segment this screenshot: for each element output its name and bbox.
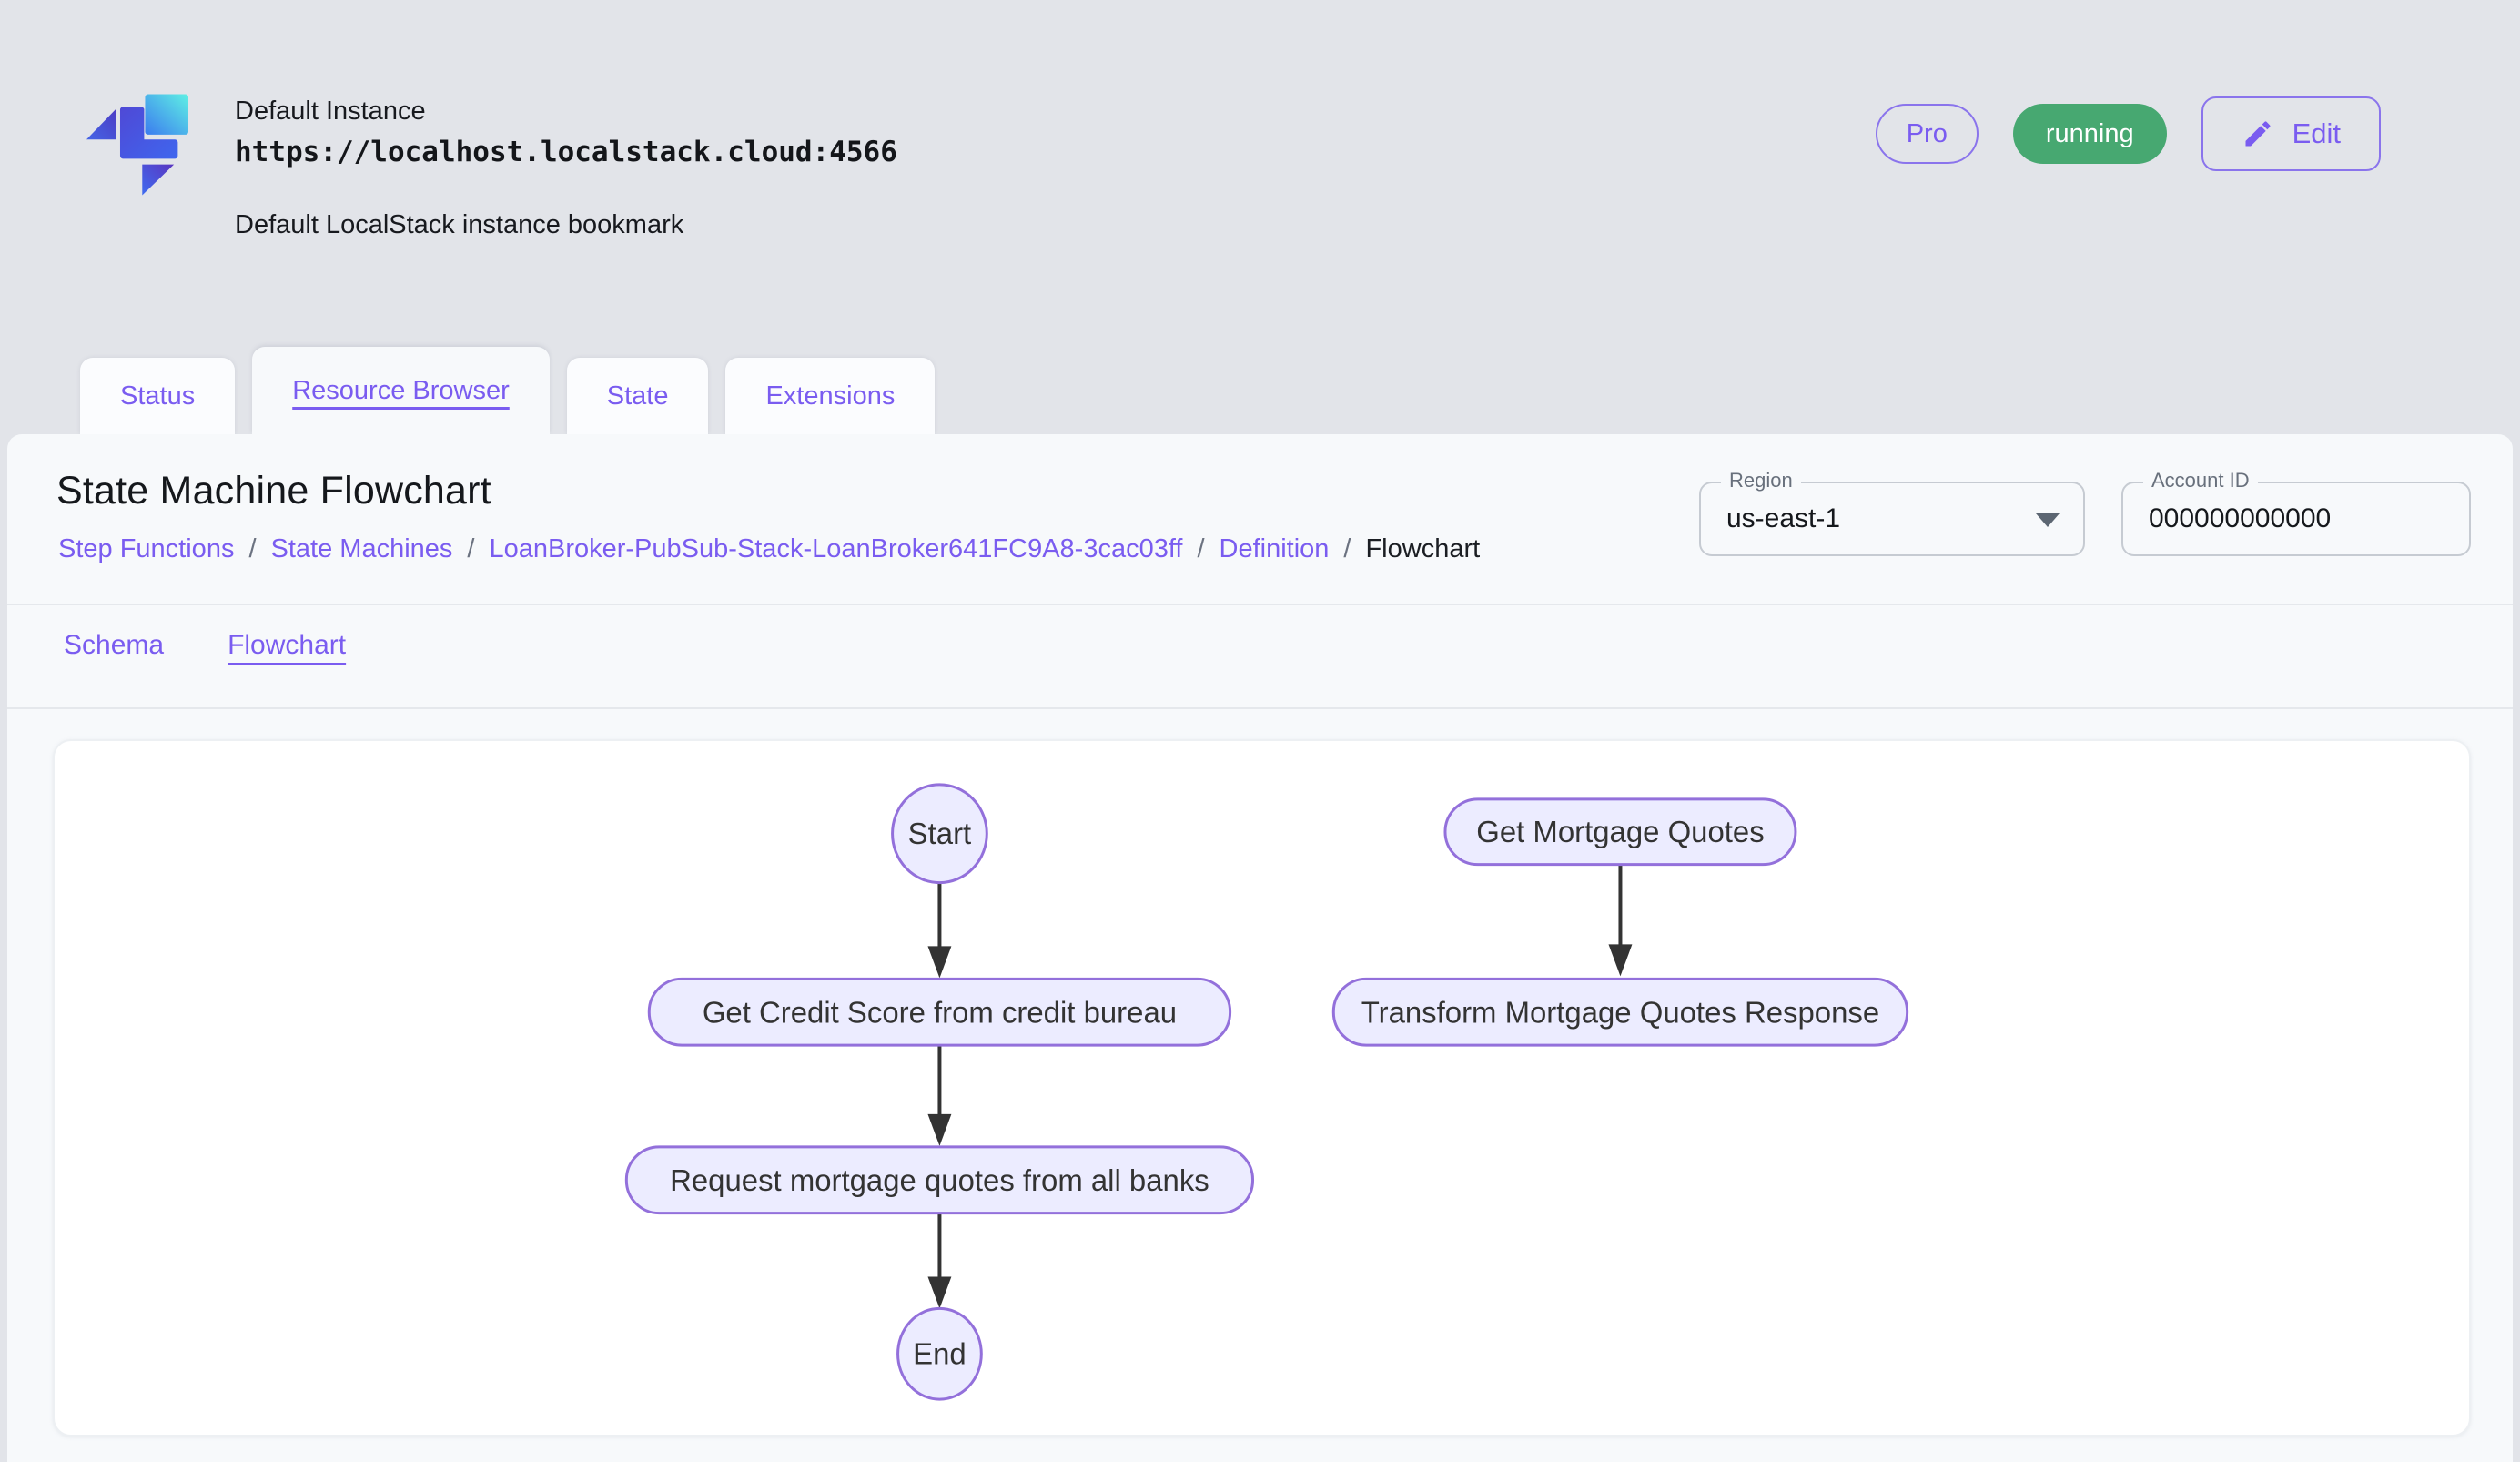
running-status-badge: running	[2012, 104, 2167, 164]
account-id-field: Account ID	[2121, 470, 2471, 556]
breadcrumb-separator: /	[1197, 534, 1205, 563]
flow-node-start: Start	[891, 783, 988, 885]
context-fields: Region us-east-1 Account ID	[1699, 470, 2471, 556]
breadcrumb-state-machines[interactable]: State Machines	[270, 534, 453, 563]
region-select[interactable]: Region us-east-1	[1699, 470, 2085, 556]
tab-status[interactable]: Status	[80, 358, 236, 434]
account-id-label: Account ID	[2143, 470, 2258, 492]
instance-url: https://localhost.localstack.cloud:4566	[235, 136, 897, 168]
flow-node-end: End	[896, 1306, 983, 1401]
edit-button[interactable]: Edit	[2201, 96, 2381, 171]
pencil-icon	[2242, 117, 2274, 150]
region-value: us-east-1	[1726, 503, 1841, 533]
resource-browser-panel: State Machine Flowchart Step Functions /…	[7, 434, 2513, 1462]
breadcrumb-step-functions[interactable]: Step Functions	[58, 534, 235, 563]
breadcrumb-separator: /	[1343, 534, 1351, 563]
divider	[7, 707, 2513, 709]
main-tabs: Status Resource Browser State Extensions	[80, 347, 936, 434]
header-actions: Pro running Edit	[1875, 96, 2381, 171]
breadcrumb-separator: /	[467, 534, 475, 563]
edit-button-label: Edit	[2292, 117, 2341, 149]
flowchart-card: Start Get Credit Score from credit burea…	[53, 739, 2471, 1437]
breadcrumb: Step Functions / State Machines / LoanBr…	[58, 534, 1480, 564]
tab-resource-browser-label: Resource Browser	[292, 375, 510, 405]
tab-extensions[interactable]: Extensions	[725, 358, 936, 434]
breadcrumb-separator: /	[248, 534, 257, 563]
tab-extensions-label: Extensions	[765, 381, 896, 411]
tab-state-label: State	[606, 381, 669, 411]
flow-node-end-label: End	[913, 1337, 967, 1371]
breadcrumb-definition[interactable]: Definition	[1219, 534, 1330, 563]
definition-subtabs: Schema Flowchart	[64, 630, 346, 661]
flow-node-start-label: Start	[908, 817, 972, 850]
tab-state[interactable]: State	[566, 358, 709, 434]
flow-node-transform-response: Transform Mortgage Quotes Response	[1331, 977, 1909, 1047]
instance-name: Default Instance	[235, 96, 426, 126]
flow-node-request-quotes: Request mortgage quotes from all banks	[624, 1145, 1255, 1215]
breadcrumb-current: Flowchart	[1365, 534, 1481, 563]
subtab-flowchart[interactable]: Flowchart	[228, 630, 347, 660]
pro-chip[interactable]: Pro	[1875, 104, 1979, 164]
flow-node-get-mortgage-quotes-label: Get Mortgage Quotes	[1476, 815, 1764, 848]
account-id-input[interactable]	[2123, 483, 2469, 554]
flow-node-transform-response-label: Transform Mortgage Quotes Response	[1361, 996, 1879, 1030]
tab-resource-browser[interactable]: Resource Browser	[252, 347, 550, 434]
breadcrumb-state-machine-name[interactable]: LoanBroker-PubSub-Stack-LoanBroker641FC9…	[489, 534, 1183, 563]
instance-description: Default LocalStack instance bookmark	[235, 210, 684, 239]
flow-node-credit-score: Get Credit Score from credit bureau	[647, 977, 1232, 1047]
region-label: Region	[1721, 470, 1801, 492]
chevron-down-icon	[2036, 513, 2060, 527]
flow-node-credit-score-label: Get Credit Score from credit bureau	[703, 996, 1177, 1030]
subtab-schema[interactable]: Schema	[64, 630, 165, 660]
page-title: State Machine Flowchart	[56, 469, 491, 513]
tab-status-label: Status	[120, 381, 196, 411]
flow-node-get-mortgage-quotes: Get Mortgage Quotes	[1443, 797, 1797, 867]
divider	[7, 604, 2513, 605]
flow-node-request-quotes-label: Request mortgage quotes from all banks	[670, 1163, 1209, 1197]
state-machine-flowchart-canvas: Start Get Credit Score from credit burea…	[624, 783, 1909, 1401]
localstack-logo-icon	[86, 94, 188, 200]
